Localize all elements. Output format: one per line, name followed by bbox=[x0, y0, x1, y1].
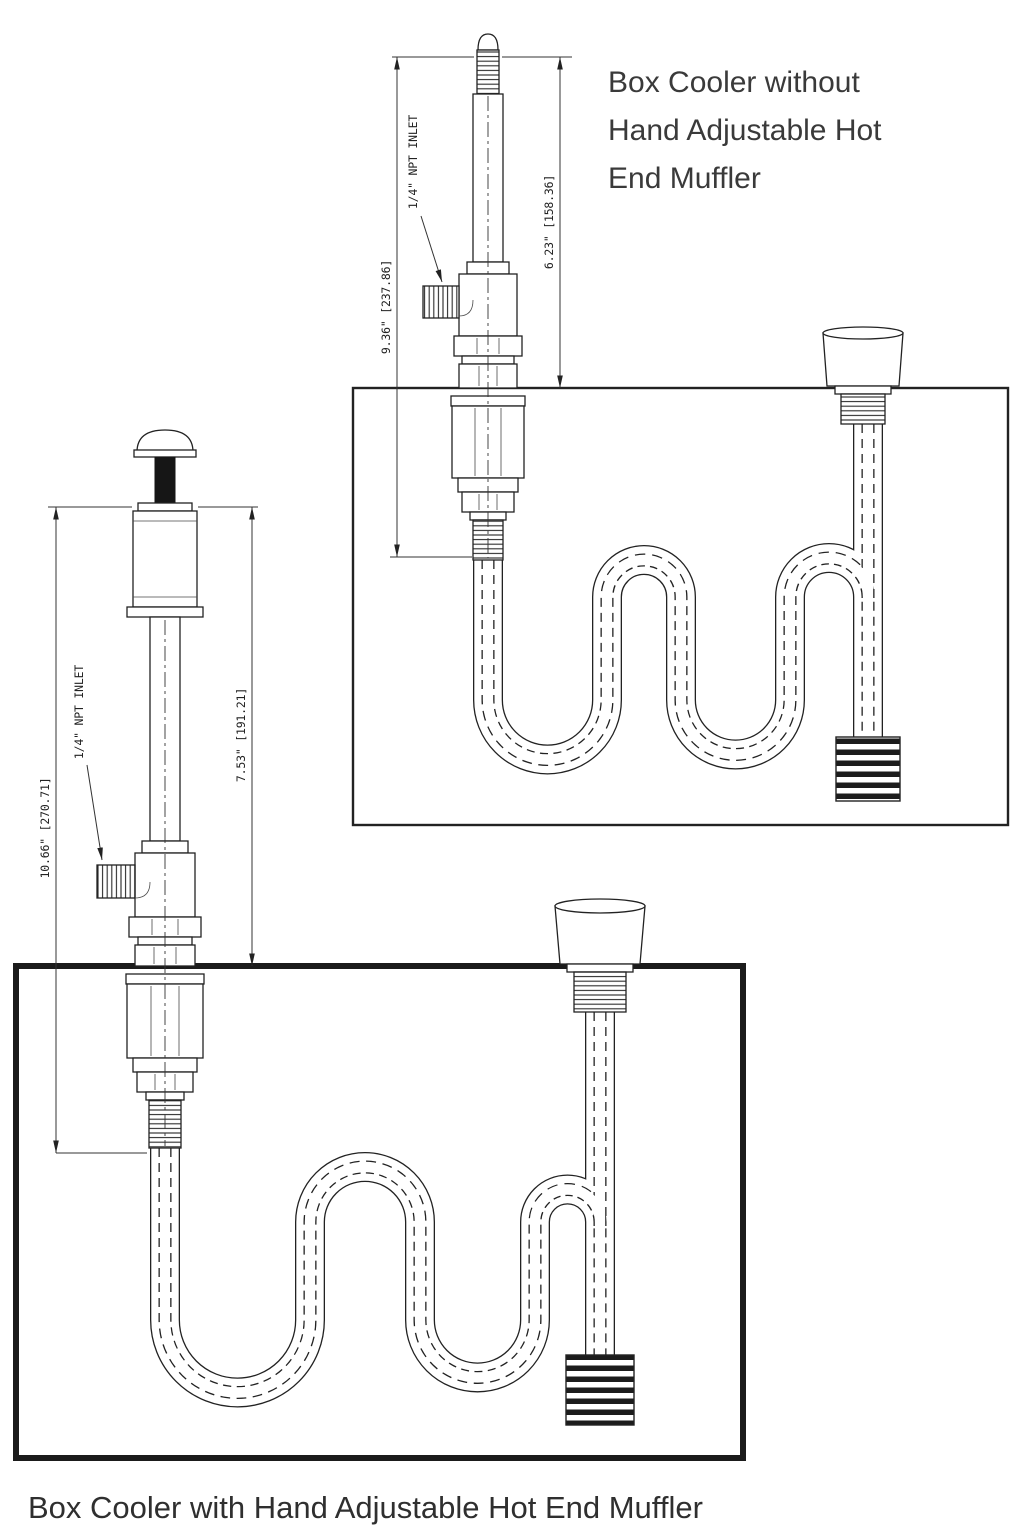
muffler-adjust-knob bbox=[136, 429, 194, 453]
threaded-tip bbox=[476, 49, 500, 95]
bottom-diagram-with-muffler: 10.66" [270.71] 7.53" [191.21] 1/4" NPT … bbox=[13, 429, 746, 1461]
dimension-label: 6.23" [158.36] bbox=[542, 175, 556, 269]
top-title: Box Cooler without Hand Adjustable Hot E… bbox=[608, 66, 882, 195]
inlet-label: 1/4" NPT INLET bbox=[406, 115, 420, 209]
dimension-overall-length: 10.66" [270.71] bbox=[38, 506, 258, 1154]
inlet-callout: 1/4" NPT INLET bbox=[406, 115, 443, 283]
tip-dome bbox=[477, 33, 499, 51]
outlet-cap-fitting bbox=[822, 326, 904, 425]
dimension-overall-length: 9.36" [237.86] bbox=[379, 56, 474, 558]
inlet-assembly bbox=[422, 33, 526, 561]
leader-line bbox=[420, 215, 443, 283]
top-title-line3: End Muffler bbox=[608, 162, 761, 195]
inlet-label: 1/4" NPT INLET bbox=[72, 665, 86, 759]
npt-inlet-fitting bbox=[422, 285, 460, 319]
leader-line bbox=[86, 764, 103, 861]
dimension-insertion-depth: 6.23" [158.36] bbox=[502, 56, 572, 388]
dimension-insertion-depth: 7.53" [191.21] bbox=[234, 507, 255, 966]
npt-inlet-fitting bbox=[96, 864, 136, 899]
top-diagram-without-muffler: 6.23" [158.36] 9.36" [237.86] 1/4" NPT I… bbox=[351, 33, 1010, 827]
top-title-line1: Box Cooler without bbox=[608, 66, 860, 99]
outlet-cap-fitting bbox=[554, 898, 646, 1013]
hot-end-tip bbox=[835, 736, 901, 802]
hot-end-tip bbox=[565, 1354, 635, 1426]
dimension-label: 9.36" [237.86] bbox=[379, 260, 393, 354]
dimension-label: 10.66" [270.71] bbox=[38, 778, 52, 879]
inlet-callout: 1/4" NPT INLET bbox=[72, 665, 103, 861]
top-title-line2: Hand Adjustable Hot bbox=[608, 114, 882, 147]
muffler-body bbox=[132, 510, 198, 608]
inlet-assembly bbox=[96, 429, 205, 1149]
dimension-label: 7.53" [191.21] bbox=[234, 688, 248, 782]
muffler-threaded-stud bbox=[154, 456, 176, 504]
bottom-caption: Box Cooler with Hand Adjustable Hot End … bbox=[28, 1490, 703, 1525]
